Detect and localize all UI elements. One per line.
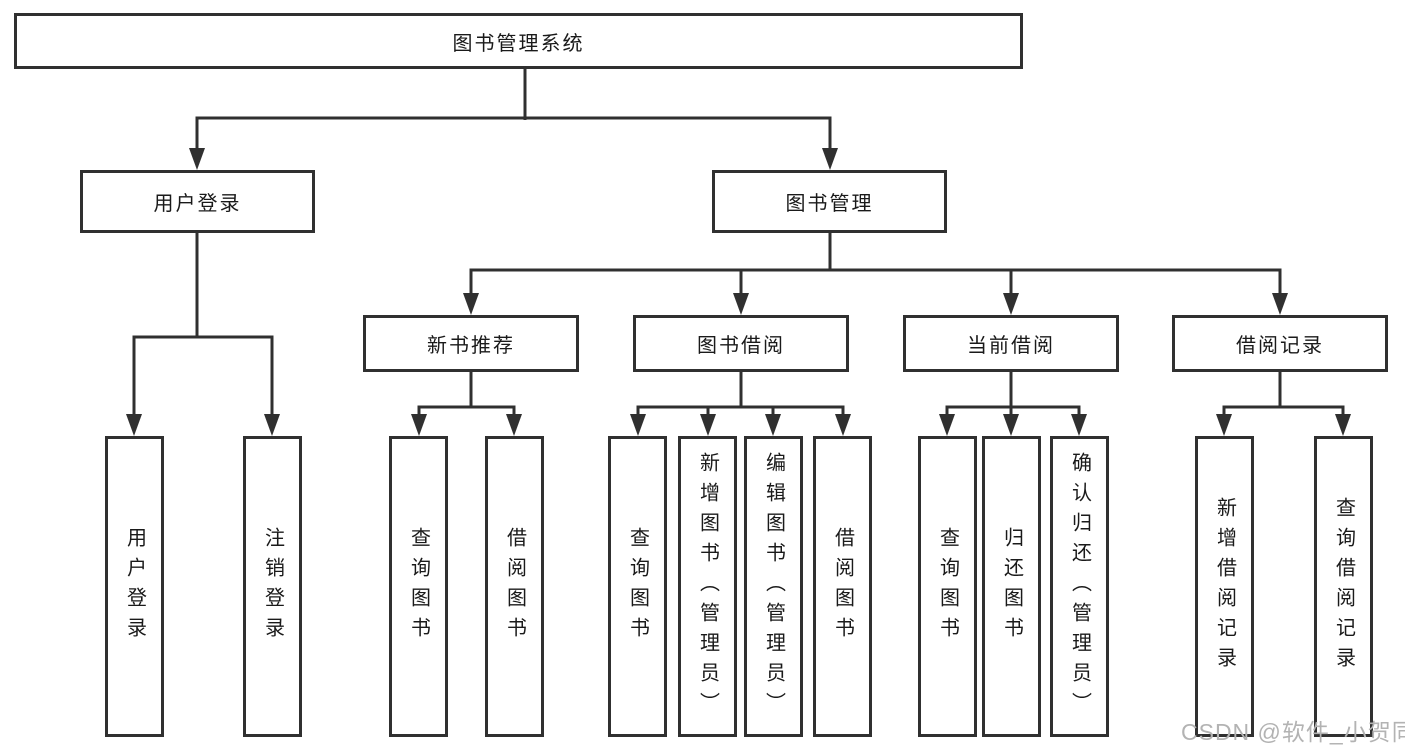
leaf-add-borrow-record-label: 新增借阅记录	[1213, 496, 1236, 677]
node-root-system-label: 图书管理系统	[452, 32, 585, 55]
leaf-query-books-3-label: 查询图书	[936, 526, 959, 647]
node-new-book-recommend: 新书推荐	[363, 315, 579, 372]
leaf-query-books-1: 查询图书	[389, 436, 448, 737]
csdn-watermark: CSDN @软件_小贺同学	[1181, 719, 1405, 745]
leaf-query-books-2-label: 查询图书	[626, 526, 649, 647]
leaf-borrow-books-1-label: 借阅图书	[503, 526, 526, 647]
node-current-borrow: 当前借阅	[903, 315, 1119, 372]
node-new-book-recommend-label: 新书推荐	[427, 335, 515, 357]
leaf-logout: 注销登录	[243, 436, 302, 737]
leaf-logout-label: 注销登录	[261, 526, 284, 647]
leaf-query-borrow-record-label: 查询借阅记录	[1332, 496, 1355, 677]
node-borrow-records-label: 借阅记录	[1236, 335, 1324, 357]
leaf-add-borrow-record: 新增借阅记录	[1195, 436, 1254, 737]
leaf-query-books-3: 查询图书	[918, 436, 977, 737]
leaf-query-books-1-label: 查询图书	[407, 526, 430, 647]
leaf-query-borrow-record: 查询借阅记录	[1314, 436, 1373, 737]
leaf-return-books-label: 归还图书	[1000, 526, 1023, 647]
node-book-management: 图书管理	[712, 170, 947, 233]
leaf-add-books-admin: 新增图书（管理员）	[678, 436, 737, 737]
leaf-user-login-label: 用户登录	[123, 526, 146, 647]
leaf-borrow-books-2-label: 借阅图书	[831, 526, 854, 647]
leaf-edit-books-admin-label: 编辑图书（管理员）	[762, 451, 785, 722]
leaf-edit-books-admin: 编辑图书（管理员）	[744, 436, 803, 737]
node-book-borrow: 图书借阅	[633, 315, 849, 372]
leaf-confirm-return-admin: 确认归还（管理员）	[1050, 436, 1109, 737]
leaf-query-books-2: 查询图书	[608, 436, 667, 737]
leaf-user-login: 用户登录	[105, 436, 164, 737]
leaf-add-books-admin-label: 新增图书（管理员）	[696, 451, 719, 722]
node-book-management-label: 图书管理	[785, 193, 874, 215]
node-user-login-label: 用户登录	[153, 193, 242, 215]
leaf-confirm-return-admin-label: 确认归还（管理员）	[1068, 451, 1091, 722]
leaf-borrow-books-1: 借阅图书	[485, 436, 544, 737]
leaf-return-books: 归还图书	[982, 436, 1041, 737]
node-root-system: 图书管理系统	[14, 13, 1023, 69]
node-borrow-records: 借阅记录	[1172, 315, 1388, 372]
leaf-borrow-books-2: 借阅图书	[813, 436, 872, 737]
node-current-borrow-label: 当前借阅	[967, 335, 1055, 357]
node-user-login: 用户登录	[80, 170, 315, 233]
node-book-borrow-label: 图书借阅	[697, 335, 785, 357]
